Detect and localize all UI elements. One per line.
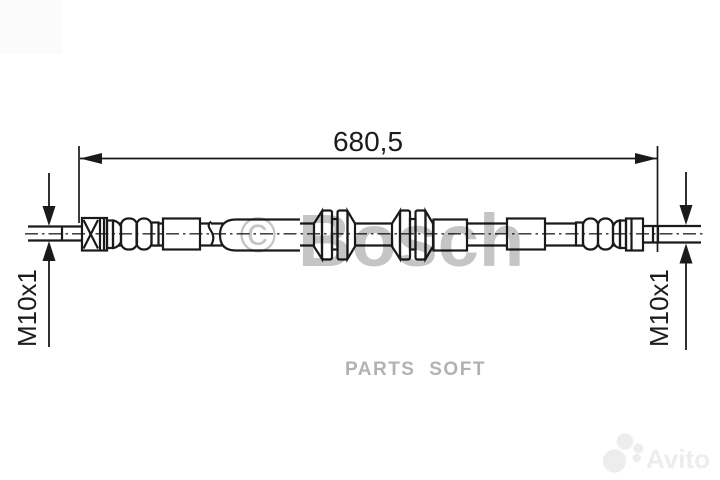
right-thread-label: M10x1 xyxy=(644,269,674,347)
dim-arrow-right-icon xyxy=(635,153,657,164)
dimension-overall-length: 680,5 xyxy=(78,126,659,252)
right-up-arrow-icon xyxy=(679,243,693,264)
dimension-left-thread: M10x1 xyxy=(12,173,56,347)
copyright-icon: © xyxy=(240,207,277,263)
left-up-arrow-icon xyxy=(42,241,56,261)
right-down-arrow-icon xyxy=(679,205,693,225)
length-dimension-label: 680,5 xyxy=(333,126,403,157)
parts-soft-watermark: PARTS SOFT xyxy=(345,359,486,380)
left-down-arrow-icon xyxy=(42,206,56,226)
bosch-watermark: © Bosch xyxy=(240,199,525,282)
dim-arrow-left-icon xyxy=(80,153,102,164)
left-thread-label: M10x1 xyxy=(12,269,42,347)
avito-logo-icon xyxy=(602,433,644,473)
avito-watermark-text: Avito xyxy=(646,444,710,474)
dimension-right-thread: M10x1 xyxy=(644,172,693,350)
parts-soft-watermark-text: PARTS SOFT xyxy=(345,359,486,380)
faded-corner-patch xyxy=(0,0,62,54)
bosch-watermark-text: Bosch xyxy=(298,199,524,282)
avito-watermark: Avito xyxy=(602,433,710,474)
